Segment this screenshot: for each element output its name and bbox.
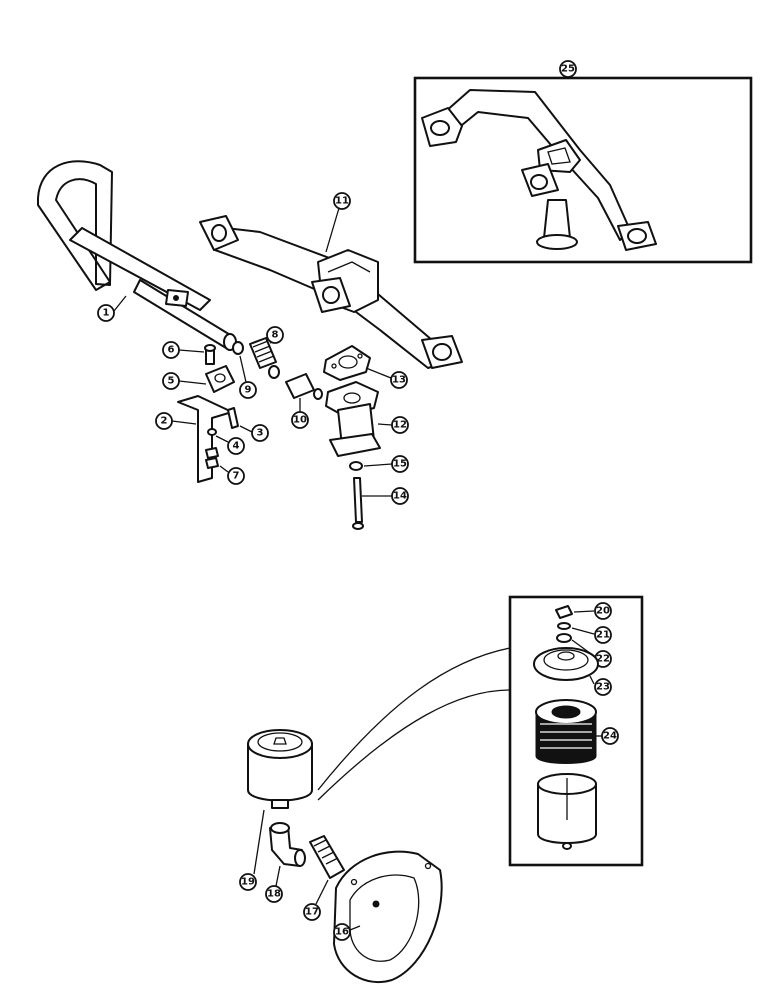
- svg-text:15: 15: [393, 459, 407, 470]
- svg-text:25: 25: [561, 64, 575, 75]
- cap-screw-illustration: [204, 344, 216, 365]
- tube-assembly-illustration: [37, 160, 237, 351]
- svg-text:19: 19: [241, 877, 255, 888]
- svg-text:8: 8: [272, 330, 279, 341]
- callout-12: 12: [377, 416, 409, 434]
- svg-text:12: 12: [393, 420, 407, 431]
- callout-19: 19: [239, 809, 265, 891]
- callout-16: 16: [333, 923, 361, 941]
- callout-18: 18: [265, 865, 283, 903]
- svg-text:6: 6: [168, 345, 175, 356]
- svg-text:5: 5: [168, 376, 175, 387]
- filter-element-illustration: [535, 699, 597, 764]
- inset-connector-line: [317, 647, 511, 791]
- svg-text:1: 1: [103, 308, 110, 319]
- callout-6: 6: [162, 341, 205, 359]
- long-bolt-illustration: [352, 477, 364, 530]
- svg-text:3: 3: [257, 428, 264, 439]
- callout-21: 21: [571, 626, 612, 644]
- washer-illustration: [349, 461, 363, 471]
- seal-illustration: [556, 633, 572, 643]
- exhaust-manifold-illustration: [199, 215, 463, 369]
- nut-illustration: [205, 447, 219, 469]
- callout-5: 5: [162, 372, 207, 390]
- callout-13: 13: [365, 367, 408, 389]
- svg-text:14: 14: [393, 491, 407, 502]
- svg-text:10: 10: [293, 415, 307, 426]
- filter-bowl-illustration: [537, 773, 597, 850]
- inset-connector-line: [317, 689, 511, 801]
- callout-2: 2: [155, 412, 197, 430]
- svg-text:17: 17: [305, 907, 319, 918]
- wing-nut-illustration: [555, 605, 573, 619]
- svg-text:4: 4: [233, 441, 240, 452]
- clip-illustration: [205, 365, 235, 393]
- inset-frame-manifold: [413, 76, 753, 264]
- svg-text:11: 11: [335, 196, 349, 207]
- svg-text:21: 21: [596, 630, 610, 641]
- callout-10: 10: [291, 398, 309, 429]
- svg-text:7: 7: [233, 471, 240, 482]
- gasket-illustration: [323, 345, 371, 381]
- filter-cover-illustration: [533, 647, 599, 681]
- air-cleaner-illustration: [247, 729, 313, 809]
- ring-illustration: [232, 341, 280, 379]
- svg-text:13: 13: [392, 375, 406, 386]
- svg-text:24: 24: [603, 731, 617, 742]
- callout-20: 20: [573, 602, 612, 620]
- callout-4: 4: [215, 435, 245, 455]
- callout-7: 7: [219, 465, 245, 485]
- elbow-fitting-illustration: [269, 822, 306, 867]
- svg-text:20: 20: [596, 606, 610, 617]
- svg-text:23: 23: [596, 682, 610, 693]
- callout-23: 23: [589, 675, 612, 696]
- filter-washer-illustration: [557, 622, 571, 630]
- svg-text:22: 22: [596, 654, 610, 665]
- adapter-housing-illustration: [333, 850, 443, 984]
- pipe-nipple-illustration: [309, 835, 345, 879]
- callout-1: 1: [97, 295, 127, 322]
- callout-14: 14: [362, 487, 409, 505]
- inset-frame-filter: [508, 595, 644, 867]
- callout-17: 17: [303, 879, 329, 921]
- svg-text:18: 18: [267, 889, 281, 900]
- callout-25: 25: [559, 60, 577, 78]
- callout-11: 11: [325, 192, 351, 253]
- callout-8: 8: [266, 326, 284, 344]
- callout-24: 24: [596, 727, 619, 745]
- callout-22: 22: [571, 639, 612, 668]
- elbow-pipe-illustration: [325, 381, 381, 457]
- bolt-illustration: [227, 407, 239, 429]
- lock-washer-illustration: [207, 428, 217, 436]
- svg-text:9: 9: [245, 385, 252, 396]
- callout-3: 3: [239, 424, 269, 442]
- connector-illustration: [285, 373, 323, 400]
- spring-illustration: [249, 337, 277, 369]
- svg-text:16: 16: [335, 927, 349, 938]
- callout-15: 15: [363, 455, 409, 473]
- svg-text:2: 2: [161, 416, 168, 427]
- callout-9: 9: [239, 355, 257, 399]
- alternate-manifold-illustration: [421, 89, 657, 251]
